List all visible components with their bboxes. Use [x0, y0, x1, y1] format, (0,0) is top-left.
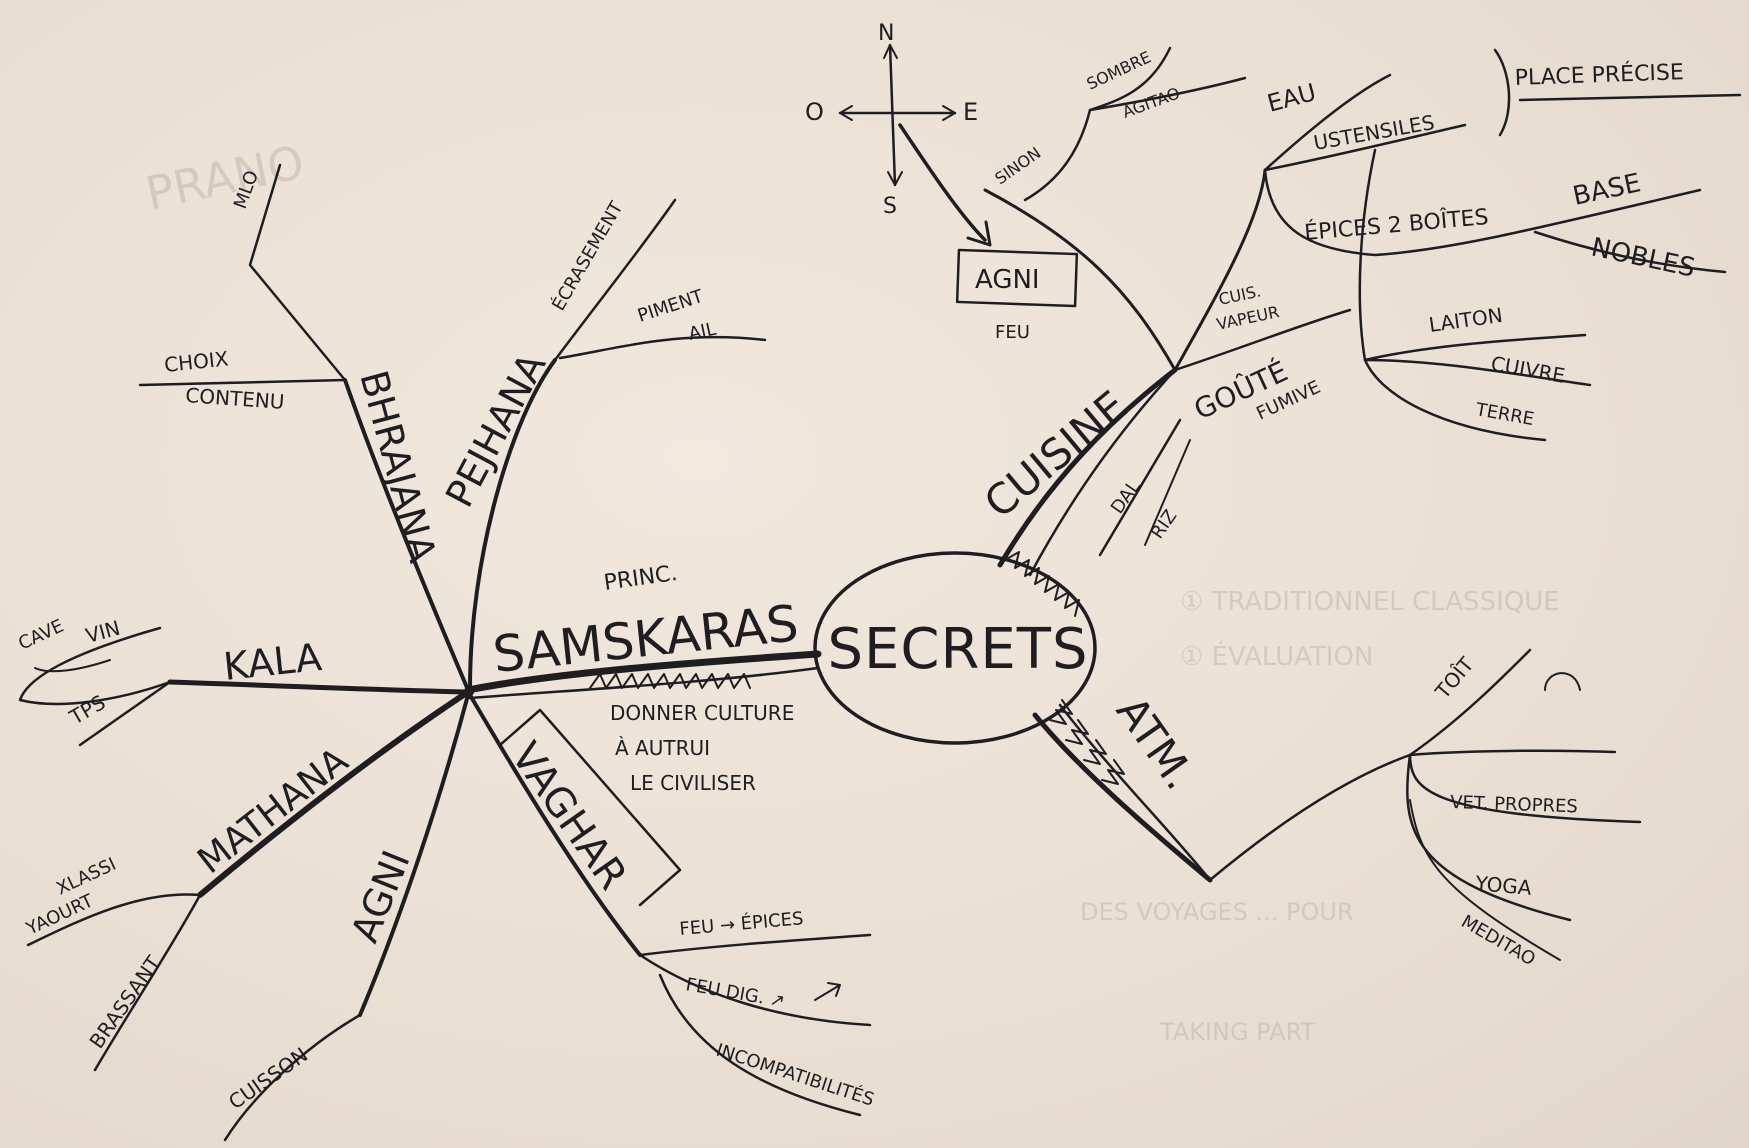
agni-sub-cuisson: CUISSON	[224, 1042, 312, 1114]
pejhana-sub-ail: AIL	[687, 319, 718, 345]
princ-note: PRINC.	[602, 561, 679, 596]
cuisine-sub-epices-2-boites: ÉPICES 2 BOÎTES	[1303, 204, 1489, 246]
svg-text:① TRADITIONNEL CLASSIQUE: ① TRADITIONNEL CLASSIQUE	[1180, 587, 1560, 617]
cuisine-sub-riz: RIZ	[1147, 506, 1181, 543]
atm-label: ATM.	[1107, 688, 1205, 799]
cuisine-sub-nobles: NOBLES	[1589, 233, 1698, 284]
cuisine-sub-eau: EAU	[1264, 78, 1319, 118]
samskaras-branch: SAMSKARAS PRINC. DONNER CULTURE À AUTRUI…	[464, 561, 822, 795]
cuisine-sub-cuivre: CUIVRE	[1489, 351, 1567, 388]
center-label: SECRETS	[827, 617, 1088, 682]
vaghar-sub-feu-epices: FEU → ÉPICES	[679, 907, 805, 940]
pejhana-sub-piment: PIMENT	[635, 286, 707, 327]
compass-o: O	[805, 98, 824, 126]
bhrajana-sub-contenu: CONTENU	[185, 383, 286, 414]
compass-n: N	[878, 21, 894, 46]
kala-sub-vin: VIN	[83, 616, 123, 648]
bhrajana-branch: BHRAJANA MLO CHOIX CONTENU	[138, 163, 470, 692]
pejhana-label: PEJHANA	[437, 346, 554, 514]
vaghar-sub-incompatibilites: INCOMPATIBILITÉS	[713, 1039, 876, 1111]
compass-feu: FEU	[995, 322, 1030, 343]
svg-text:DES VOYAGES ... POUR: DES VOYAGES ... POUR	[1080, 898, 1354, 926]
kala-label: KALA	[221, 635, 323, 689]
pejhana-sub-ecrasement: ÉCRASEMENT	[547, 197, 628, 315]
svg-text:① ÉVALUATION: ① ÉVALUATION	[1180, 640, 1373, 672]
kala-branch: KALA CAVE VIN TPS	[15, 615, 471, 747]
cuisine-sub-ustensiles: USTENSILES	[1312, 110, 1437, 155]
mathana-sub-yaourt: YAOURT	[22, 890, 97, 940]
compass: N S E O AGNI FEU SINON SOMBRE AGITAO	[805, 21, 1247, 343]
cuisine-sub-cuis: CUIS.	[1217, 281, 1263, 308]
cuisine-sub-dal: DAL	[1107, 476, 1145, 517]
cuisine-branch: CUISINE DAL RIZ GOÛTÉ FUMIVE CUIS. VAPEU…	[975, 48, 1742, 617]
bhrajana-label: BHRAJANA	[351, 366, 444, 567]
compass-s: S	[883, 194, 897, 219]
samskaras-subtext-3: LE CIVILISER	[630, 771, 756, 795]
svg-text:PRANO: PRANO	[141, 135, 309, 221]
compass-sub-agitao: AGITAO	[1120, 84, 1182, 122]
bhrajana-sub-choix: CHOIX	[163, 346, 230, 377]
mathana-sub-brassant: BRASSANT	[84, 951, 166, 1053]
ghost-writing: PRANO ① TRADITIONNEL CLASSIQUE ① ÉVALUAT…	[141, 135, 1560, 1046]
vaghar-sub-feu-dig: FEU DIG. ↗	[684, 974, 786, 1012]
mathana-label: MATHANA	[190, 740, 356, 882]
cuisine-sub-place-precise: PLACE PRÉCISE	[1514, 59, 1684, 91]
cuisine-sub-laiton: LAITON	[1427, 303, 1504, 337]
compass-agni: AGNI	[975, 265, 1040, 295]
compass-sub-sombre: SOMBRE	[1084, 47, 1154, 93]
atm-sub-yoga: YOGA	[1474, 871, 1533, 900]
atm-sub-vet-propres: VET. PROPRES	[1450, 792, 1578, 817]
kala-sub-tps: TPS	[65, 690, 110, 730]
cuisine-sub-terre: TERRE	[1473, 399, 1536, 430]
compass-e: E	[963, 98, 978, 126]
samskaras-subtext-2: À AUTRUI	[615, 736, 710, 760]
samskaras-subtext-1: DONNER CULTURE	[610, 701, 794, 725]
center-bubble	[813, 551, 1097, 745]
atm-sub-toit: TOÎT	[1430, 652, 1479, 704]
compass-sub-sinon: SINON	[991, 143, 1044, 188]
svg-text:TAKING PART: TAKING PART	[1159, 1018, 1315, 1046]
kala-sub-cave: CAVE	[15, 615, 67, 654]
